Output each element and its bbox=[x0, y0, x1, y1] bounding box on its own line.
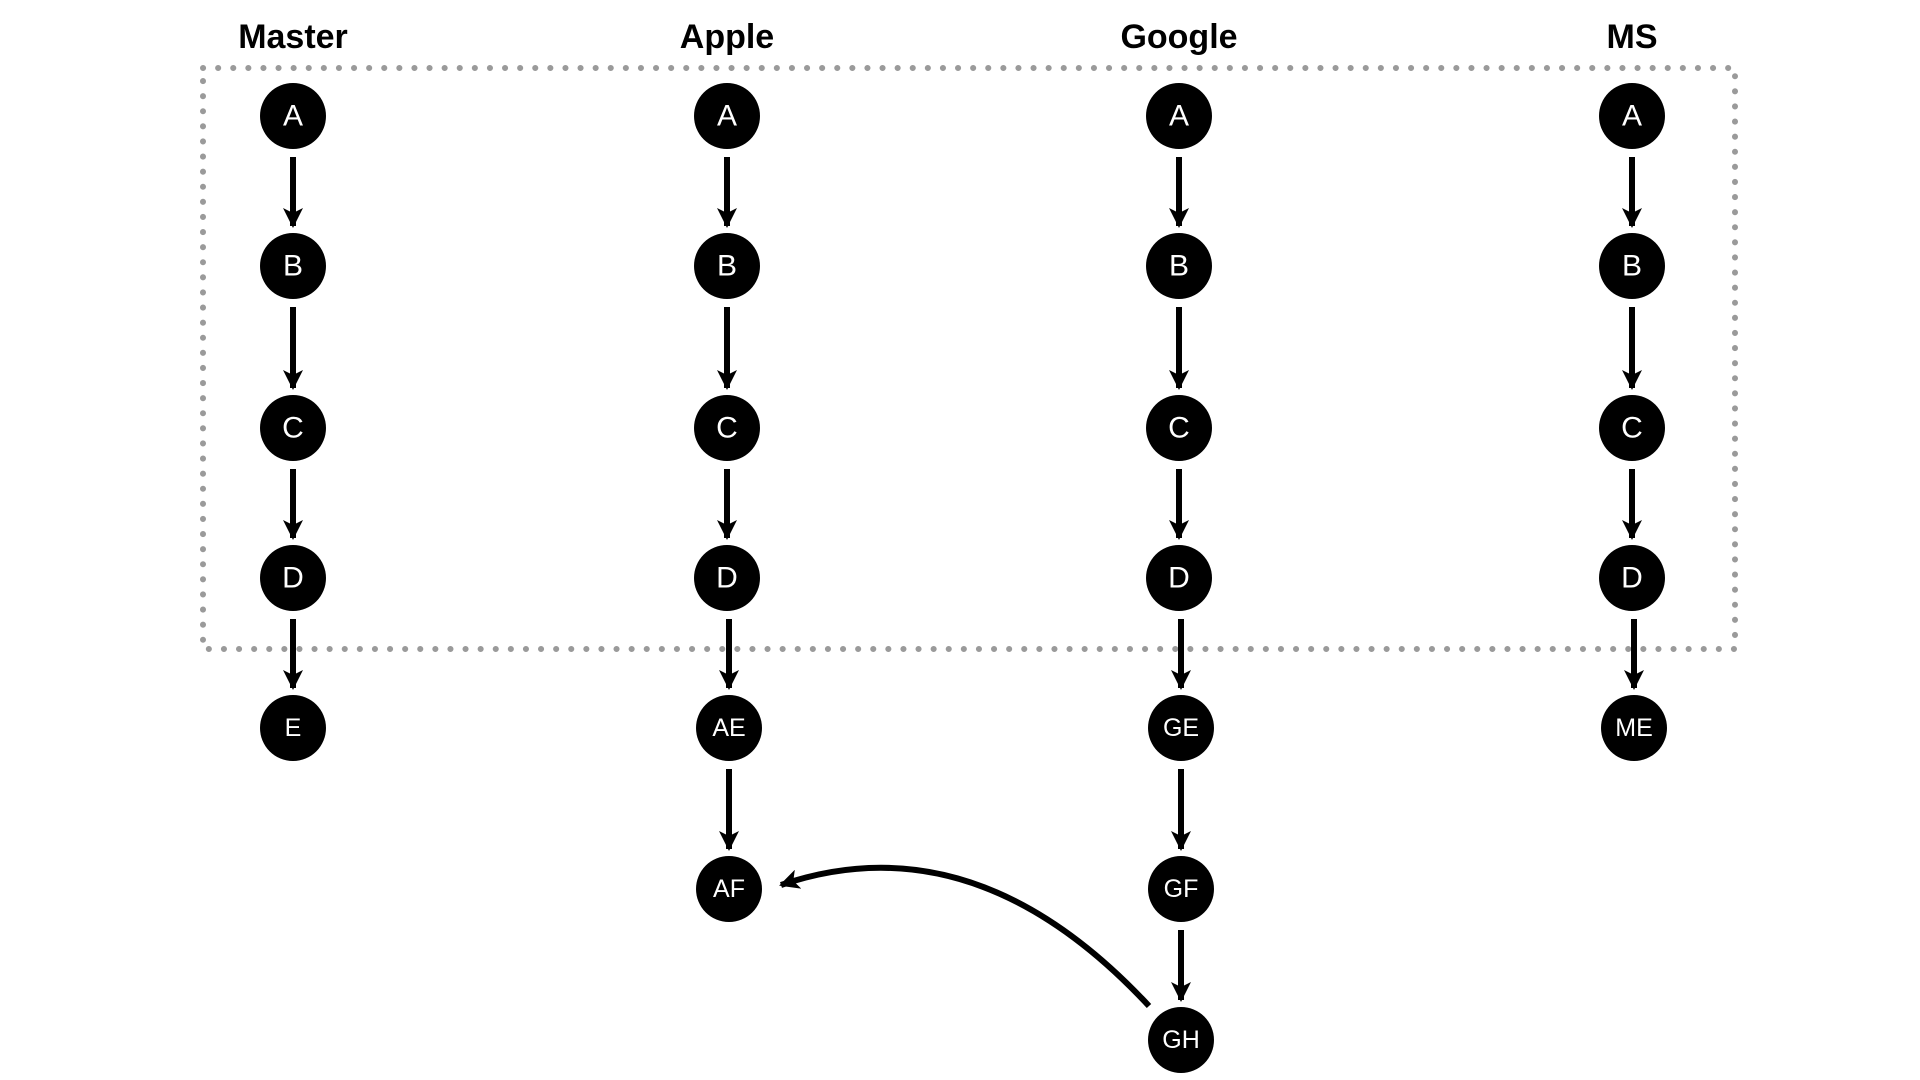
node-google-d: D bbox=[1146, 545, 1212, 611]
node-circle bbox=[1599, 83, 1665, 149]
node-label: A bbox=[1622, 100, 1642, 133]
node-circle bbox=[1148, 856, 1214, 922]
node-label: D bbox=[1621, 562, 1643, 595]
node-circle bbox=[694, 545, 760, 611]
node-ms-me: ME bbox=[1601, 695, 1667, 761]
node-label: D bbox=[716, 562, 738, 595]
node-circle bbox=[694, 83, 760, 149]
node-circle bbox=[1601, 695, 1667, 761]
shared-history-group bbox=[200, 65, 1738, 652]
node-google-c: C bbox=[1146, 395, 1212, 461]
node-google-gf: GF bbox=[1148, 856, 1214, 922]
node-label: D bbox=[1168, 562, 1190, 595]
column-title-master: Master bbox=[238, 18, 348, 56]
node-circle bbox=[260, 395, 326, 461]
node-circle bbox=[1599, 545, 1665, 611]
node-ms-d: D bbox=[1599, 545, 1665, 611]
node-circle bbox=[1599, 395, 1665, 461]
node-label: C bbox=[1168, 412, 1190, 445]
node-master-e: E bbox=[260, 695, 326, 761]
node-circle bbox=[696, 695, 762, 761]
node-circle bbox=[260, 233, 326, 299]
node-label: B bbox=[1169, 250, 1189, 283]
node-label: A bbox=[283, 100, 303, 133]
node-circle bbox=[260, 545, 326, 611]
node-circle bbox=[1148, 1007, 1214, 1073]
commit-nodes: A B C D E A B C D AE AF A B C D GE GF GH A B C D ME bbox=[260, 83, 1667, 1073]
column-title-apple: Apple bbox=[680, 18, 774, 56]
node-google-b: B bbox=[1146, 233, 1212, 299]
node-label: C bbox=[282, 412, 304, 445]
node-ms-b: B bbox=[1599, 233, 1665, 299]
column-titles: Master Apple Google MS bbox=[238, 18, 1657, 56]
node-master-b: B bbox=[260, 233, 326, 299]
node-label: E bbox=[285, 714, 302, 742]
node-ms-c: C bbox=[1599, 395, 1665, 461]
node-apple-af: AF bbox=[696, 856, 762, 922]
node-apple-c: C bbox=[694, 395, 760, 461]
node-circle bbox=[694, 395, 760, 461]
arrow-gh-to-af bbox=[779, 864, 1152, 1009]
node-circle bbox=[1146, 395, 1212, 461]
node-label: ME bbox=[1615, 714, 1653, 742]
node-google-gh: GH bbox=[1148, 1007, 1214, 1073]
node-label: AF bbox=[713, 875, 745, 903]
node-apple-a: A bbox=[694, 83, 760, 149]
node-apple-b: B bbox=[694, 233, 760, 299]
node-apple-d: D bbox=[694, 545, 760, 611]
arrows bbox=[283, 157, 1644, 1009]
node-label: A bbox=[1169, 100, 1189, 133]
node-label: C bbox=[716, 412, 738, 445]
node-label: GH bbox=[1162, 1026, 1200, 1054]
node-apple-ae: AE bbox=[696, 695, 762, 761]
node-label: C bbox=[1621, 412, 1643, 445]
node-circle bbox=[260, 695, 326, 761]
column-title-google: Google bbox=[1120, 18, 1237, 56]
node-circle bbox=[694, 233, 760, 299]
node-circle bbox=[1599, 233, 1665, 299]
node-label: GE bbox=[1163, 714, 1199, 742]
node-circle bbox=[1146, 233, 1212, 299]
node-circle bbox=[1146, 83, 1212, 149]
node-label: B bbox=[1622, 250, 1642, 283]
node-label: B bbox=[283, 250, 303, 283]
node-label: B bbox=[717, 250, 737, 283]
node-label: A bbox=[717, 100, 737, 133]
node-master-c: C bbox=[260, 395, 326, 461]
node-google-ge: GE bbox=[1148, 695, 1214, 761]
node-circle bbox=[696, 856, 762, 922]
column-title-ms: MS bbox=[1607, 18, 1658, 56]
node-master-a: A bbox=[260, 83, 326, 149]
node-ms-a: A bbox=[1599, 83, 1665, 149]
node-label: GF bbox=[1164, 875, 1199, 903]
node-master-d: D bbox=[260, 545, 326, 611]
node-label: D bbox=[282, 562, 304, 595]
node-circle bbox=[260, 83, 326, 149]
node-circle bbox=[1148, 695, 1214, 761]
node-label: AE bbox=[712, 714, 745, 742]
node-circle bbox=[1146, 545, 1212, 611]
node-google-a: A bbox=[1146, 83, 1212, 149]
